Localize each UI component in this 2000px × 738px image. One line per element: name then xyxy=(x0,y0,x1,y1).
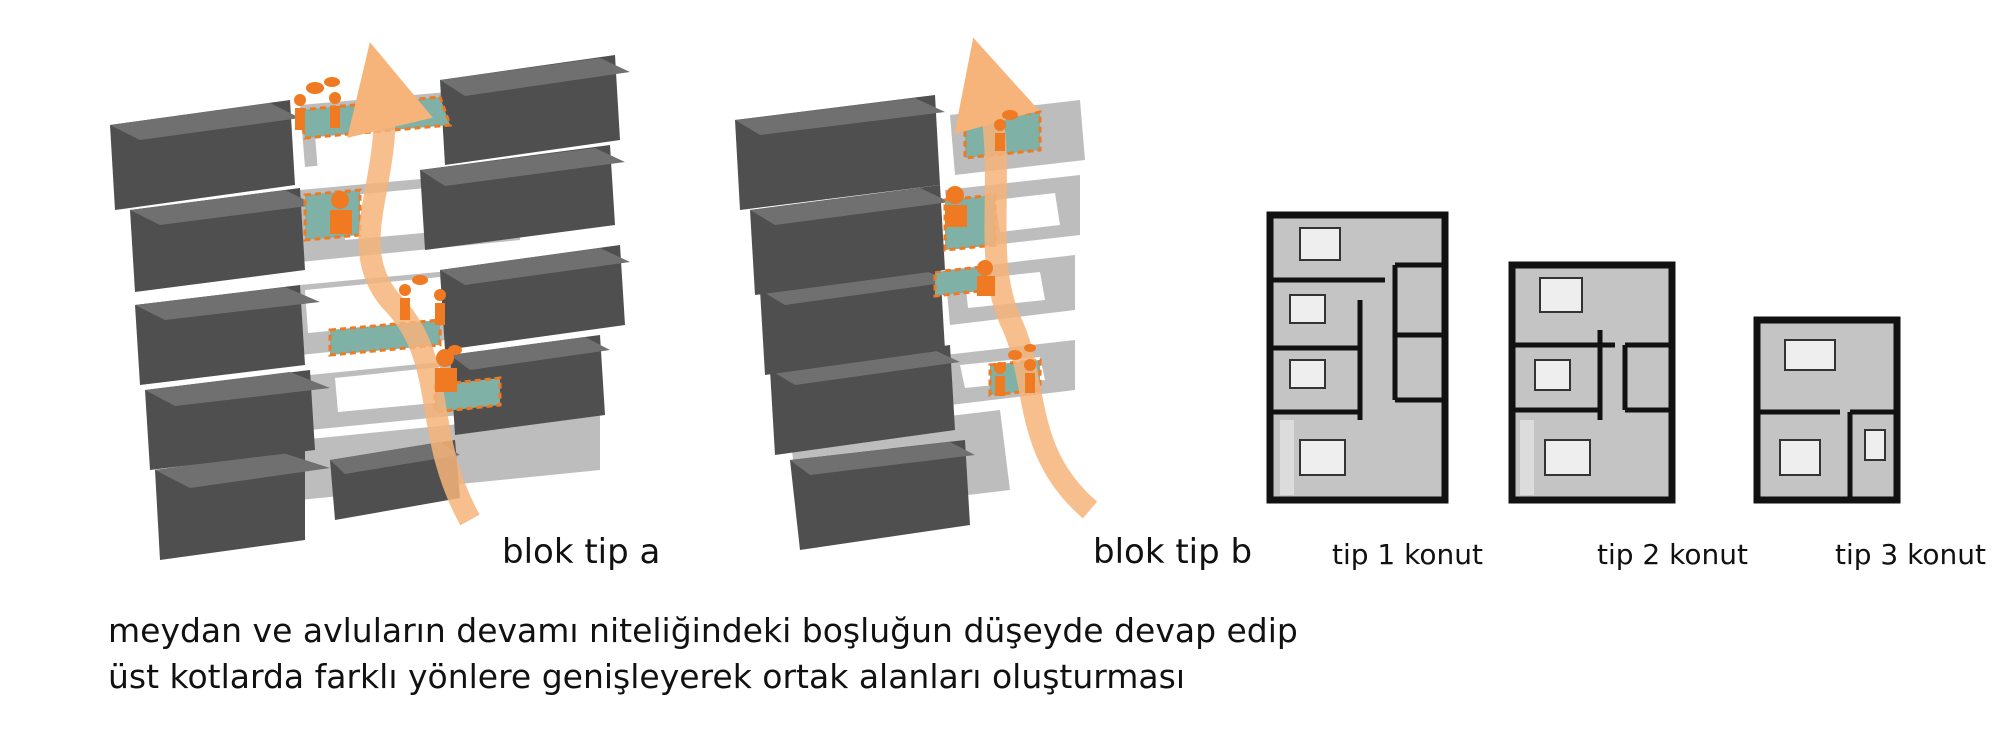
floor-plan-tip-2 xyxy=(1508,261,1676,504)
floor-plan-tip-1 xyxy=(1266,211,1449,504)
vertical-flow-arrow-icon xyxy=(347,42,480,526)
blok-tip-b-diagram xyxy=(735,37,1098,550)
tip-2-konut-label: tip 2 konut xyxy=(1597,538,1748,571)
vertical-flow-arrow-icon xyxy=(954,37,1098,519)
people-group-icon xyxy=(945,119,1036,396)
blok-tip-a-label: blok tip a xyxy=(502,532,661,572)
speech-bubble-icon xyxy=(1002,110,1036,360)
blok-b-floor-3 xyxy=(760,255,1075,375)
caption: meydan ve avluların devamı niteliğindeki… xyxy=(108,608,1298,700)
speech-bubble-icon xyxy=(306,77,462,355)
blok-a-floor-4 xyxy=(145,335,610,470)
caption-line-2: üst kotlarda farklı yönlere genişleyerek… xyxy=(108,657,1185,696)
blok-tip-a-diagram xyxy=(110,42,630,560)
blok-tip-b-label: blok tip b xyxy=(1093,532,1253,572)
caption-line-1: meydan ve avluların devamı niteliğindeki… xyxy=(108,611,1298,650)
blok-b-floor-4 xyxy=(770,340,1075,455)
people-group-icon xyxy=(294,92,457,392)
tip-1-konut-label: tip 1 konut xyxy=(1332,538,1483,571)
tip-3-konut-label: tip 3 konut xyxy=(1835,538,1986,571)
blok-a-floor-3 xyxy=(135,245,630,385)
floor-plan-tip-3 xyxy=(1753,316,1901,504)
blok-a-floor-5 xyxy=(155,410,600,560)
